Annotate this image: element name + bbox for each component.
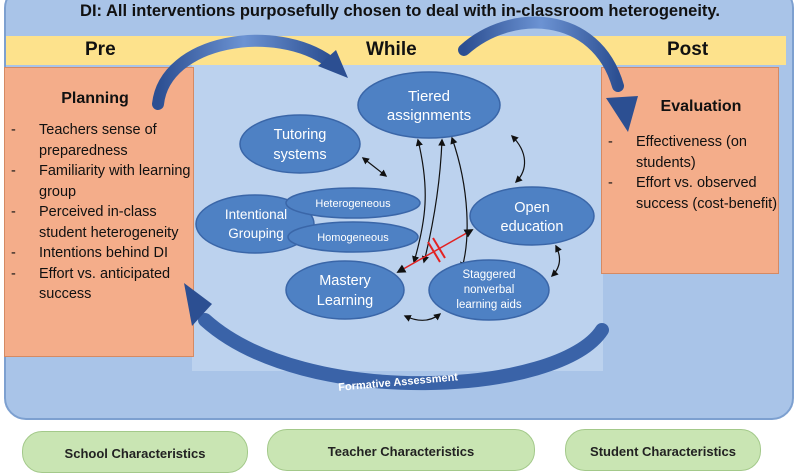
planning-item: Teachers sense of preparedness xyxy=(5,120,193,161)
bottom-curved-arrow xyxy=(184,283,609,391)
node-label: Homogeneous xyxy=(317,232,389,244)
student-characteristics-pill: Student Characteristics xyxy=(565,429,761,471)
node-label: Learning xyxy=(317,293,373,309)
arrow-mastery-staggered xyxy=(403,313,442,322)
node-label: Tutoring xyxy=(274,127,327,143)
diagram-title: DI: All interventions purposefully chose… xyxy=(80,2,720,20)
phase-while-label: While xyxy=(366,39,417,60)
top-right-curved-arrow xyxy=(458,16,638,132)
node-label: Intentional xyxy=(225,207,287,222)
school-characteristics-pill: School Characteristics xyxy=(22,431,248,473)
node-label: Tiered xyxy=(408,88,450,105)
blocked-link xyxy=(396,229,474,273)
top-left-curved-arrow xyxy=(152,34,348,110)
node-label: Staggered xyxy=(462,269,515,281)
planning-item: Perceived in-class student heterogeneity xyxy=(5,202,193,243)
node-homogeneous: Homogeneous xyxy=(287,221,419,253)
planning-item: Effort vs. anticipated success xyxy=(5,264,193,305)
node-label: assignments xyxy=(387,107,471,124)
phase-pre-label: Pre xyxy=(85,39,116,60)
phase-post-label: Post xyxy=(667,39,709,60)
node-label: nonverbal xyxy=(464,284,515,296)
node-label: education xyxy=(501,219,564,235)
teacher-characteristics-pill: Teacher Characteristics xyxy=(267,429,535,471)
arrow-tutoring-grouping xyxy=(361,157,388,177)
diagram-stage: DI: All interventions purposefully chose… xyxy=(0,0,800,450)
node-label: learning aids xyxy=(456,299,521,311)
phase-band xyxy=(6,36,786,65)
diagram-svg: Formative Assessment Tiered assignments … xyxy=(152,16,638,394)
planning-title: Planning xyxy=(61,90,129,107)
planning-box: Planning Teachers sense of preparedness … xyxy=(4,67,194,357)
evaluation-title: Evaluation xyxy=(660,98,742,115)
node-mastery-learning: Mastery Learning xyxy=(285,260,405,320)
pill-label: Student Characteristics xyxy=(590,444,736,459)
node-heterogeneous: Heterogeneous xyxy=(285,187,421,219)
node-open-education: Open education xyxy=(469,186,595,246)
node-tiered-assignments: Tiered assignments xyxy=(357,71,501,139)
arrow-open-staggered xyxy=(550,244,562,278)
planning-item: Intentions behind DI xyxy=(5,243,193,264)
evaluation-list: Effectiveness (on students) Effort vs. o… xyxy=(602,132,778,214)
node-label: Grouping xyxy=(228,226,284,241)
node-label: Mastery xyxy=(319,273,371,289)
node-label: Open xyxy=(514,200,549,216)
arrow-tiered-staggered xyxy=(450,136,468,270)
node-tutoring-systems: Tutoring systems xyxy=(239,114,361,174)
pill-label: School Characteristics xyxy=(64,446,206,461)
node-label: Heterogeneous xyxy=(315,198,391,210)
evaluation-item: Effort vs. observed success (cost-benefi… xyxy=(602,173,778,214)
evaluation-item: Effectiveness (on students) xyxy=(602,132,778,173)
arrow-tiered-mastery-b xyxy=(421,138,446,264)
node-staggered-aids: Staggered nonverbal learning aids xyxy=(428,259,550,321)
pill-label: Teacher Characteristics xyxy=(327,444,475,459)
node-intentional-grouping: Intentional Grouping xyxy=(195,194,315,254)
planning-list: Teachers sense of preparedness Familiari… xyxy=(5,120,193,305)
arrow-tiered-open xyxy=(510,134,526,184)
node-label: systems xyxy=(273,147,326,163)
planning-item: Familiarity with learning group xyxy=(5,161,193,202)
